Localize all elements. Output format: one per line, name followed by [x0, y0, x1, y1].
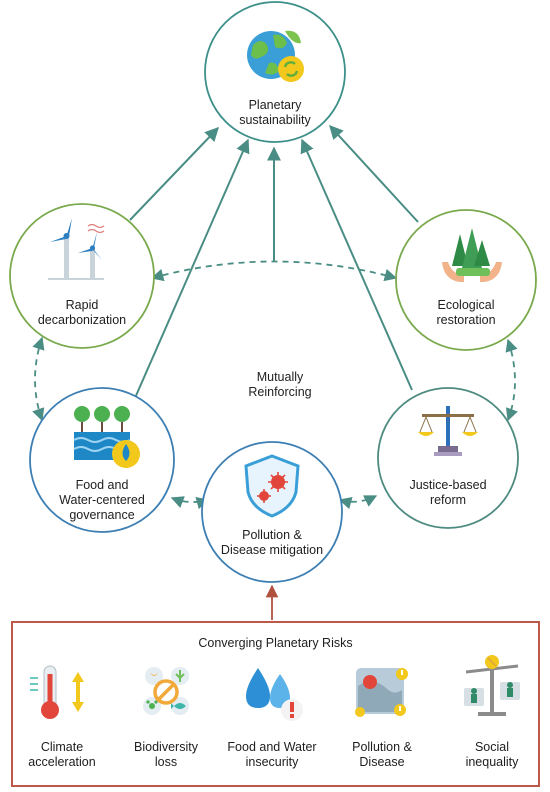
- risk-box-title: Converging Planetary Risks: [198, 636, 353, 650]
- risk-label-biodiversity: Biodiversity loss: [134, 740, 198, 769]
- unbalanced-scale-icon: [464, 655, 520, 716]
- center-label-mutually-reinforcing: Mutually Reinforcing: [248, 370, 312, 399]
- node-ecological-restoration: [395, 209, 537, 351]
- risk-label-pollution: Pollution & Disease: [352, 740, 412, 769]
- node-label-pollution-disease: Pollution & Disease mitigation: [220, 528, 324, 557]
- dashed-link-left: [32, 336, 45, 422]
- justice-scale-icon: [418, 406, 478, 456]
- arrow-justice-to-sustainability: [300, 138, 413, 391]
- node-label-rapid-decarbonization: Rapid decarbonization: [37, 298, 127, 327]
- node-label-food-water-governance: Food and Water-centered governance: [59, 478, 145, 522]
- node-label-planetary-sustainability: Planetary sustainability: [239, 98, 311, 127]
- water-drops-icon: [246, 668, 303, 721]
- virus-shield-icon: [244, 454, 300, 518]
- dashed-link-top: [150, 260, 398, 282]
- wind-turbine-icon: [48, 218, 105, 280]
- risk-label-climate: Climate acceleration: [28, 740, 96, 769]
- node-label-ecological-restoration: Ecological restoration: [436, 298, 496, 327]
- biodiversity-icon: [143, 667, 189, 715]
- hands-trees-icon: [442, 228, 502, 282]
- thermometer-icon: [30, 665, 84, 719]
- risk-label-food-water: Food and Water insecurity: [227, 740, 317, 769]
- node-justice-reform: [377, 387, 519, 529]
- arrows-to-sustainability: [129, 124, 419, 399]
- earth-recycle-icon: [247, 30, 304, 82]
- farm-water-icon: [73, 406, 140, 468]
- arrow-restoration-to-sustainability: [329, 124, 419, 223]
- risk-label-social: Social inequality: [465, 740, 519, 769]
- dashed-link-right: [505, 338, 518, 422]
- node-label-justice-reform: Justice-based reform: [409, 478, 487, 507]
- arrow-decarbonization-to-sustainability: [129, 126, 219, 221]
- dashed-link-bottom-right: [338, 495, 378, 510]
- node-rapid-decarbonization: [9, 203, 155, 349]
- polluted-map-icon: [355, 668, 408, 717]
